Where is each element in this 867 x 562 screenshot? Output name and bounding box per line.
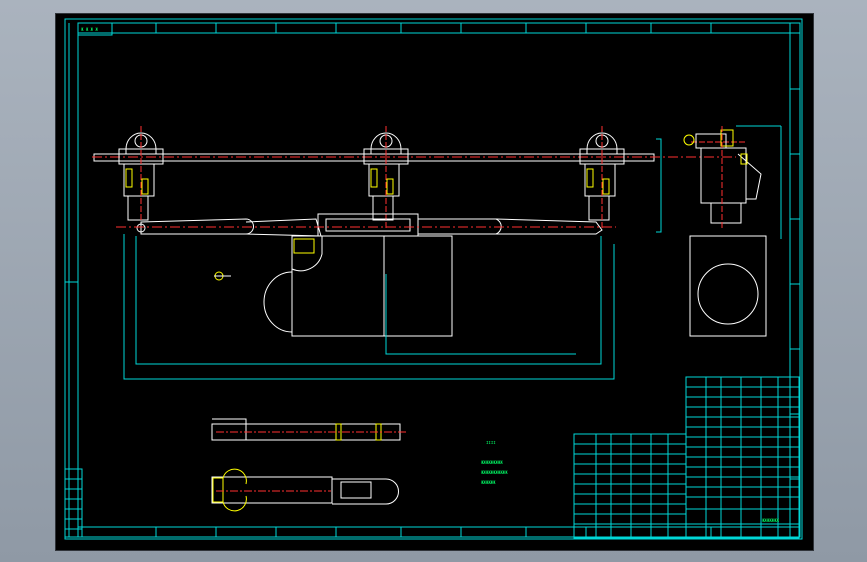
detail-arm-view [211,418,406,441]
detail-link-view [211,468,399,512]
dimension-lines [123,125,782,380]
outer-frame [64,18,803,540]
note-line-2: ЖЖЖЖЖЖЖЖЖЖЖ [481,470,508,475]
note-line-1: ЖЖЖЖЖЖЖЖЖ [481,460,503,465]
crank-arm [116,213,616,237]
top-left-tag-box [77,22,113,36]
note-line-3: ЖЖЖЖЖЖ [481,480,496,485]
small-part-mark [214,271,231,281]
bearing-unit-center [363,126,409,229]
cad-drawing: Ж Ж Ж Ж [64,18,803,540]
inner-frame [77,22,801,538]
title-block [685,376,800,539]
gearbox-body [263,235,453,337]
top-left-tag: Ж Ж Ж Ж [81,27,98,32]
side-view [683,126,767,337]
bearing-unit-left [118,126,164,229]
parts-list-table [573,433,687,539]
title-block-name: ЖЖЖЖЖЖЖ [762,518,779,523]
revision-table [64,468,83,538]
bearing-unit-right [579,126,625,229]
cad-drawing-viewport[interactable]: Ж Ж Ж Ж [55,13,814,551]
note-title: ΙΙΙΙ [486,440,496,445]
